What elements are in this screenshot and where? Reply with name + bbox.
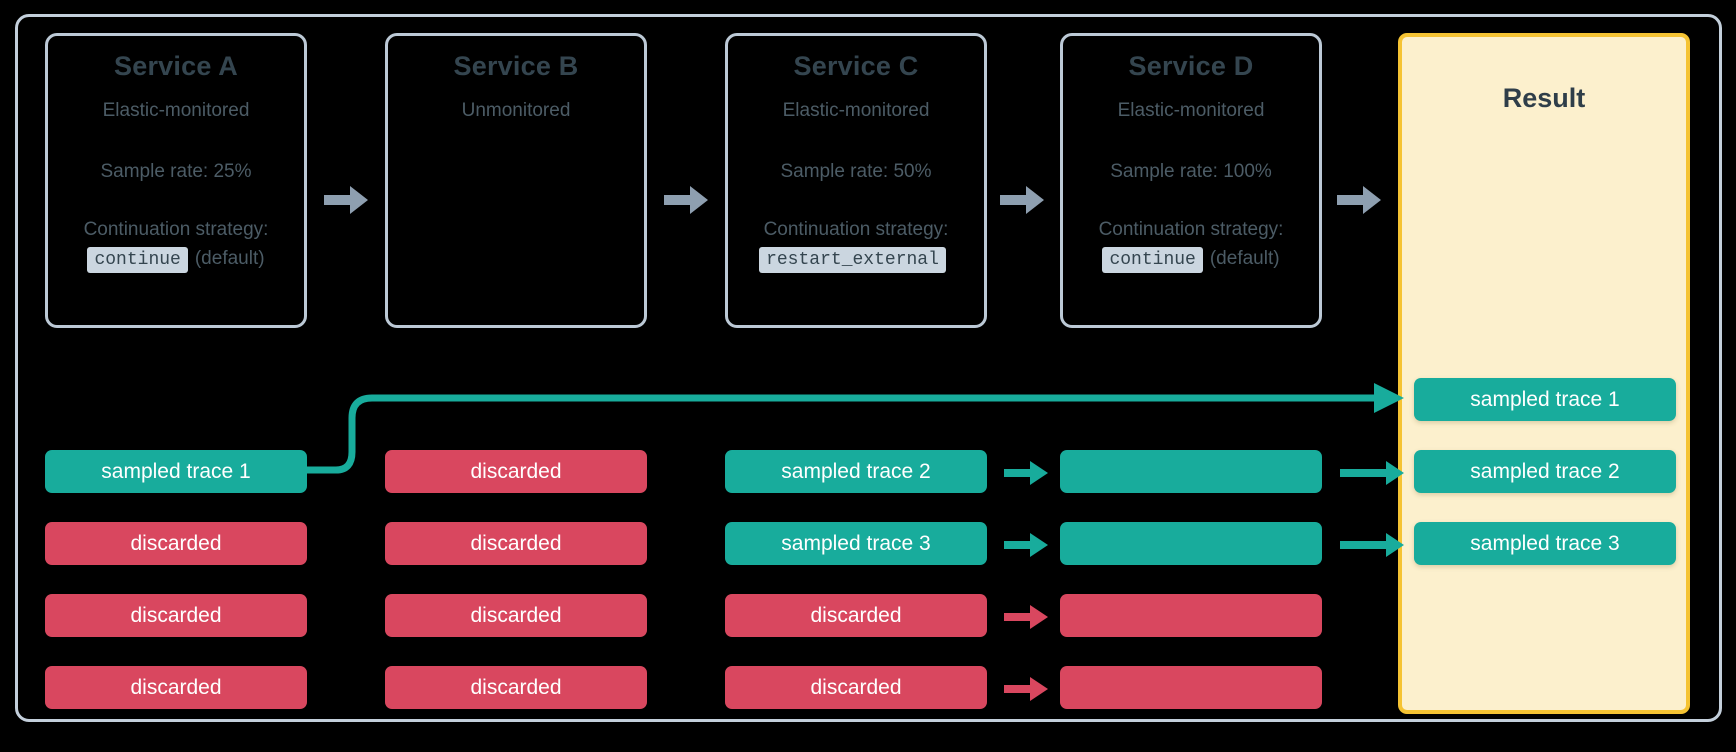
service-a-continuation-code: continue: [87, 246, 188, 273]
trace-bar-a3[interactable]: discarded: [45, 594, 307, 637]
trace-bar-b3[interactable]: discarded: [385, 594, 647, 637]
service-a-sample-rate: Sample rate: 25%: [100, 160, 252, 182]
service-b-title: Service B: [453, 51, 579, 81]
service-d-sample-rate: Sample rate: 100%: [1110, 160, 1272, 182]
service-d-title: Service D: [1128, 51, 1254, 81]
service-c-title: Service C: [793, 51, 919, 81]
result-bar-2[interactable]: sampled trace 2: [1414, 450, 1676, 493]
trace-bar-b1[interactable]: discarded: [385, 450, 647, 493]
service-a-continuation-label: Continuation strategy:: [83, 219, 269, 241]
service-c-continuation-row: restart_external: [759, 246, 953, 273]
flow-arrow-d-to-result: [1337, 184, 1381, 216]
trace-bar-a4[interactable]: discarded: [45, 666, 307, 709]
service-a-continuation-row: continue (default): [87, 246, 265, 273]
trace-bar-a1[interactable]: sampled trace 1: [45, 450, 307, 493]
result-bar-1[interactable]: sampled trace 1: [1414, 378, 1676, 421]
trace-bar-d1[interactable]: [1060, 450, 1322, 493]
result-panel: Result: [1398, 33, 1690, 714]
trace-bar-a2[interactable]: discarded: [45, 522, 307, 565]
result-bar-3[interactable]: sampled trace 3: [1414, 522, 1676, 565]
service-d-monitoring: Elastic-monitored: [1117, 99, 1265, 121]
service-b-monitoring: Unmonitored: [461, 99, 571, 121]
service-box-a: Service A Elastic-monitored Sample rate:…: [45, 33, 307, 328]
service-d-continuation-row: continue (default): [1102, 246, 1280, 273]
result-panel-title: Result: [1502, 83, 1586, 113]
trace-bar-d3[interactable]: [1060, 594, 1322, 637]
trace-arrow-c1-to-d1: [1004, 460, 1048, 486]
trace-bar-b2[interactable]: discarded: [385, 522, 647, 565]
service-d-continuation-label: Continuation strategy:: [1098, 219, 1284, 241]
trace-bar-d2[interactable]: [1060, 522, 1322, 565]
service-box-d: Service D Elastic-monitored Sample rate:…: [1060, 33, 1322, 328]
flow-arrow-c-to-d: [1000, 184, 1044, 216]
service-c-monitoring: Elastic-monitored: [782, 99, 930, 121]
service-c-continuation-label: Continuation strategy:: [763, 219, 949, 241]
trace-bar-b4[interactable]: discarded: [385, 666, 647, 709]
trace-bar-d4[interactable]: [1060, 666, 1322, 709]
service-a-monitoring: Elastic-monitored: [102, 99, 250, 121]
trace-bar-c1[interactable]: sampled trace 2: [725, 450, 987, 493]
service-d-continuation-note: (default): [1209, 247, 1280, 269]
service-c-sample-rate: Sample rate: 50%: [780, 160, 932, 182]
trace-arrow-d2-to-result: [1340, 532, 1404, 558]
flow-arrow-b-to-c: [664, 184, 708, 216]
service-box-c: Service C Elastic-monitored Sample rate:…: [725, 33, 987, 328]
trace-bar-c2[interactable]: sampled trace 3: [725, 522, 987, 565]
service-a-continuation-note: (default): [194, 247, 265, 269]
trace-arrow-c2-to-d2: [1004, 532, 1048, 558]
service-box-b: Service B Unmonitored: [385, 33, 647, 328]
trace-arrow-c3-to-d3: [1004, 604, 1048, 630]
service-c-continuation-code: restart_external: [759, 246, 946, 273]
service-a-title: Service A: [114, 51, 238, 81]
service-d-continuation-code: continue: [1102, 246, 1203, 273]
trace-bar-c3[interactable]: discarded: [725, 594, 987, 637]
trace-arrow-c4-to-d4: [1004, 676, 1048, 702]
flow-arrow-a-to-b: [324, 184, 368, 216]
trace-arrow-d1-to-result: [1340, 460, 1404, 486]
trace-bar-c4[interactable]: discarded: [725, 666, 987, 709]
